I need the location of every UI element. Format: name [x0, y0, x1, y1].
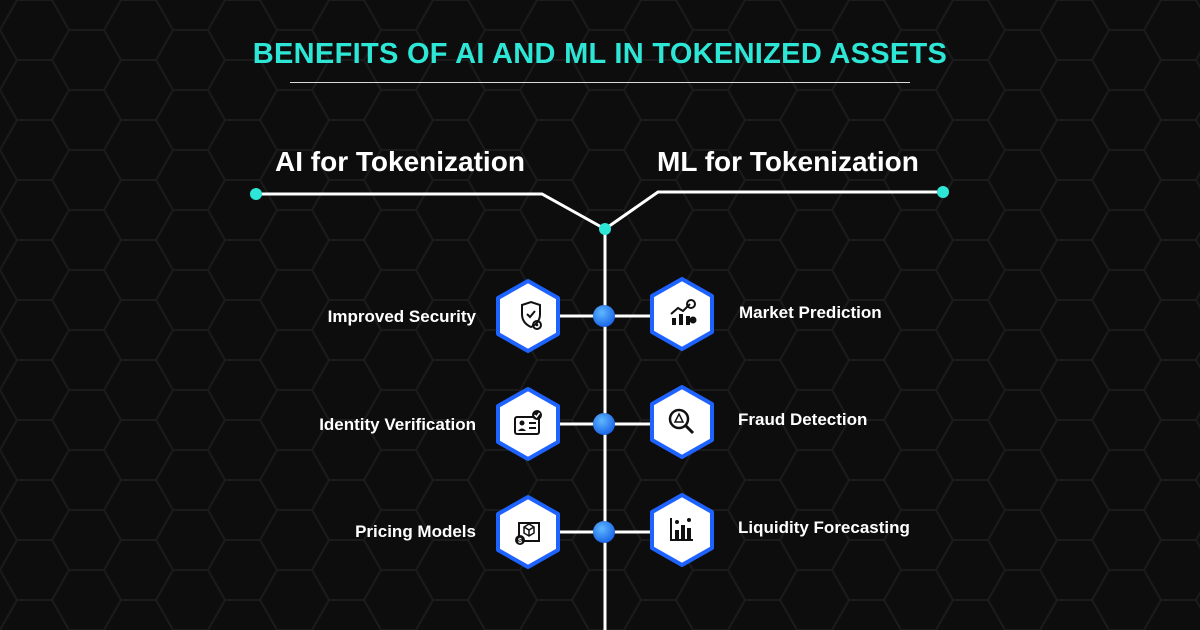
row-2-node — [593, 413, 615, 435]
row-1-node — [593, 305, 615, 327]
ai-branch-line — [256, 192, 606, 231]
chart-growth-icon — [649, 276, 715, 352]
title-underline — [290, 82, 910, 83]
ml-branch-heading: ML for Tokenization — [657, 146, 919, 177]
row-3-node — [593, 521, 615, 543]
market-prediction-label: Market Prediction — [739, 303, 882, 322]
bar-chart-icon — [649, 492, 715, 568]
shield-gear-icon — [495, 278, 561, 354]
identity-verification-label: Identity Verification — [319, 415, 476, 434]
ai-branch-heading: AI for Tokenization — [275, 146, 525, 177]
ml-branch-endpoint — [937, 186, 949, 198]
magnifier-alert-icon — [649, 384, 715, 460]
ai-branch-endpoint — [250, 188, 262, 200]
trunk-junction — [599, 223, 611, 235]
fraud-detection-label: Fraud Detection — [738, 410, 868, 429]
ml-branch-line — [604, 190, 943, 231]
svg-text:$: $ — [518, 538, 522, 545]
pricing-models-label: Pricing Models — [355, 522, 476, 541]
cube-dollar-icon: $ — [495, 494, 561, 570]
liquidity-forecasting-label: Liquidity Forecasting — [738, 518, 910, 537]
id-card-check-icon — [495, 386, 561, 462]
improved-security-label: Improved Security — [327, 307, 476, 326]
page-title: BENEFITS OF AI AND ML IN TOKENIZED ASSET… — [252, 38, 948, 70]
